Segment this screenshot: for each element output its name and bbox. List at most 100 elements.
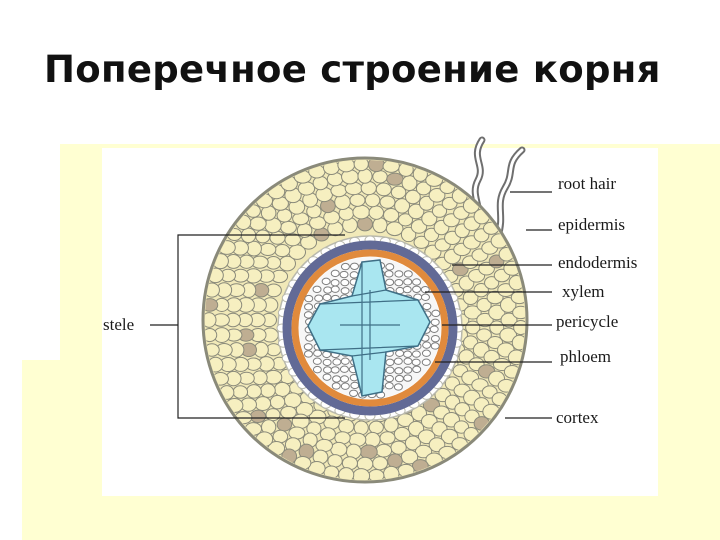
cortex-cell <box>246 384 262 399</box>
cortex-cell <box>249 216 267 231</box>
cortex-cell <box>272 429 289 444</box>
cortex-cell <box>476 328 492 342</box>
phloem-cell <box>349 262 359 271</box>
phloem-cell <box>303 343 313 351</box>
cortex-cell <box>364 193 381 208</box>
cortex-cell <box>500 312 518 328</box>
cortex-cell <box>386 172 404 186</box>
phloem-cell <box>411 350 421 358</box>
cortex-cell <box>396 413 414 428</box>
cortex-cell <box>372 170 388 184</box>
cortex-cell <box>476 297 492 313</box>
cortex-cell <box>415 181 432 196</box>
cortex-cell <box>330 184 348 198</box>
cortex-cells <box>205 160 525 480</box>
phloem-cell <box>330 366 340 374</box>
phloem-cell <box>403 278 413 286</box>
xylem <box>307 259 431 397</box>
slide-title: Поперечное строение корня <box>44 48 661 91</box>
cortex-cell <box>379 195 396 209</box>
cortex-cell <box>368 420 384 435</box>
phloem-cell <box>403 270 413 278</box>
leader-lines <box>150 191 552 419</box>
cortex-cell <box>465 320 481 335</box>
cortex-cell <box>280 405 297 420</box>
phloem-cell <box>385 263 395 271</box>
phloem-cell <box>431 309 441 318</box>
phloem-cell <box>322 373 332 381</box>
phloem-cell <box>340 357 350 365</box>
phloem-cell <box>412 278 422 286</box>
cortex-cell <box>489 320 505 335</box>
cortex-cell <box>404 435 421 451</box>
phloem-cell <box>304 303 314 311</box>
cortex-cell <box>205 312 217 328</box>
cortex-cell <box>476 312 494 328</box>
cortex-cell <box>499 327 518 343</box>
phloem-cell <box>322 293 332 302</box>
cortex-cell <box>400 226 417 243</box>
label-cortex: cortex <box>556 408 599 427</box>
phloem-cell <box>350 381 360 390</box>
cortex-cell <box>499 296 517 313</box>
cortex-cell <box>312 175 329 191</box>
cortex-cell <box>288 426 306 440</box>
cortex-cell <box>375 443 393 458</box>
label-xylem: xylem <box>562 282 605 301</box>
phloem-cell <box>340 382 350 390</box>
endodermis-ring <box>282 240 458 416</box>
phloem-cell <box>422 341 432 349</box>
label-phloem: phloem <box>560 347 611 366</box>
phloem-cell <box>394 367 404 375</box>
cortex-cell <box>372 456 389 471</box>
cortex-cell <box>330 441 348 457</box>
label-pericycle: pericycle <box>556 312 618 331</box>
phloem-cell <box>384 382 394 390</box>
cortex-cell <box>260 383 276 398</box>
cortex-cell <box>276 417 293 432</box>
phloem-cell <box>340 278 350 287</box>
phloem-cell <box>421 349 431 357</box>
cortex-cell <box>297 181 316 196</box>
phloem-cell <box>422 302 432 311</box>
background-band-left <box>22 360 72 540</box>
phloem-cell <box>412 285 422 293</box>
cortex-cell <box>390 185 407 200</box>
phloem-cell <box>323 286 333 294</box>
cortex-cell <box>375 182 392 197</box>
cortex-cell <box>359 444 378 460</box>
cortex-cell <box>327 454 343 468</box>
cortex-cell <box>280 220 297 235</box>
phloem-cell <box>322 358 332 367</box>
phloem-cell <box>340 262 350 271</box>
phloem-cell <box>395 349 405 357</box>
phloem-cell <box>430 342 440 350</box>
label-endodermis: endodermis <box>558 253 637 272</box>
phloem-cell <box>430 318 440 326</box>
label-epidermis: epidermis <box>558 215 625 234</box>
phloem-cell <box>332 375 342 383</box>
cortex-cell <box>368 205 385 220</box>
cortex-cell <box>274 381 291 397</box>
cortex-cell <box>462 290 479 305</box>
label-stele: stele <box>103 315 134 334</box>
cortex-cell <box>205 328 218 343</box>
phloem-cell <box>385 366 395 374</box>
phloem-cell <box>314 294 324 302</box>
cortex-cell <box>232 385 249 399</box>
phloem-cell <box>323 366 333 374</box>
phloem-cell <box>403 366 413 374</box>
cortex-cell <box>387 453 403 469</box>
cortex-cell <box>473 282 489 298</box>
cortex-cell <box>513 319 525 336</box>
phloem-cell <box>349 389 359 398</box>
phloem-cell <box>393 383 403 391</box>
cortex-cell <box>255 229 271 244</box>
phloem-cell <box>385 358 395 367</box>
phloem-cell <box>330 285 340 293</box>
phloem-cell <box>394 278 404 287</box>
phloem-cell <box>312 285 322 294</box>
phloem-cell <box>321 277 331 286</box>
phloem-cell <box>412 365 422 374</box>
phloem-cell <box>421 358 431 366</box>
